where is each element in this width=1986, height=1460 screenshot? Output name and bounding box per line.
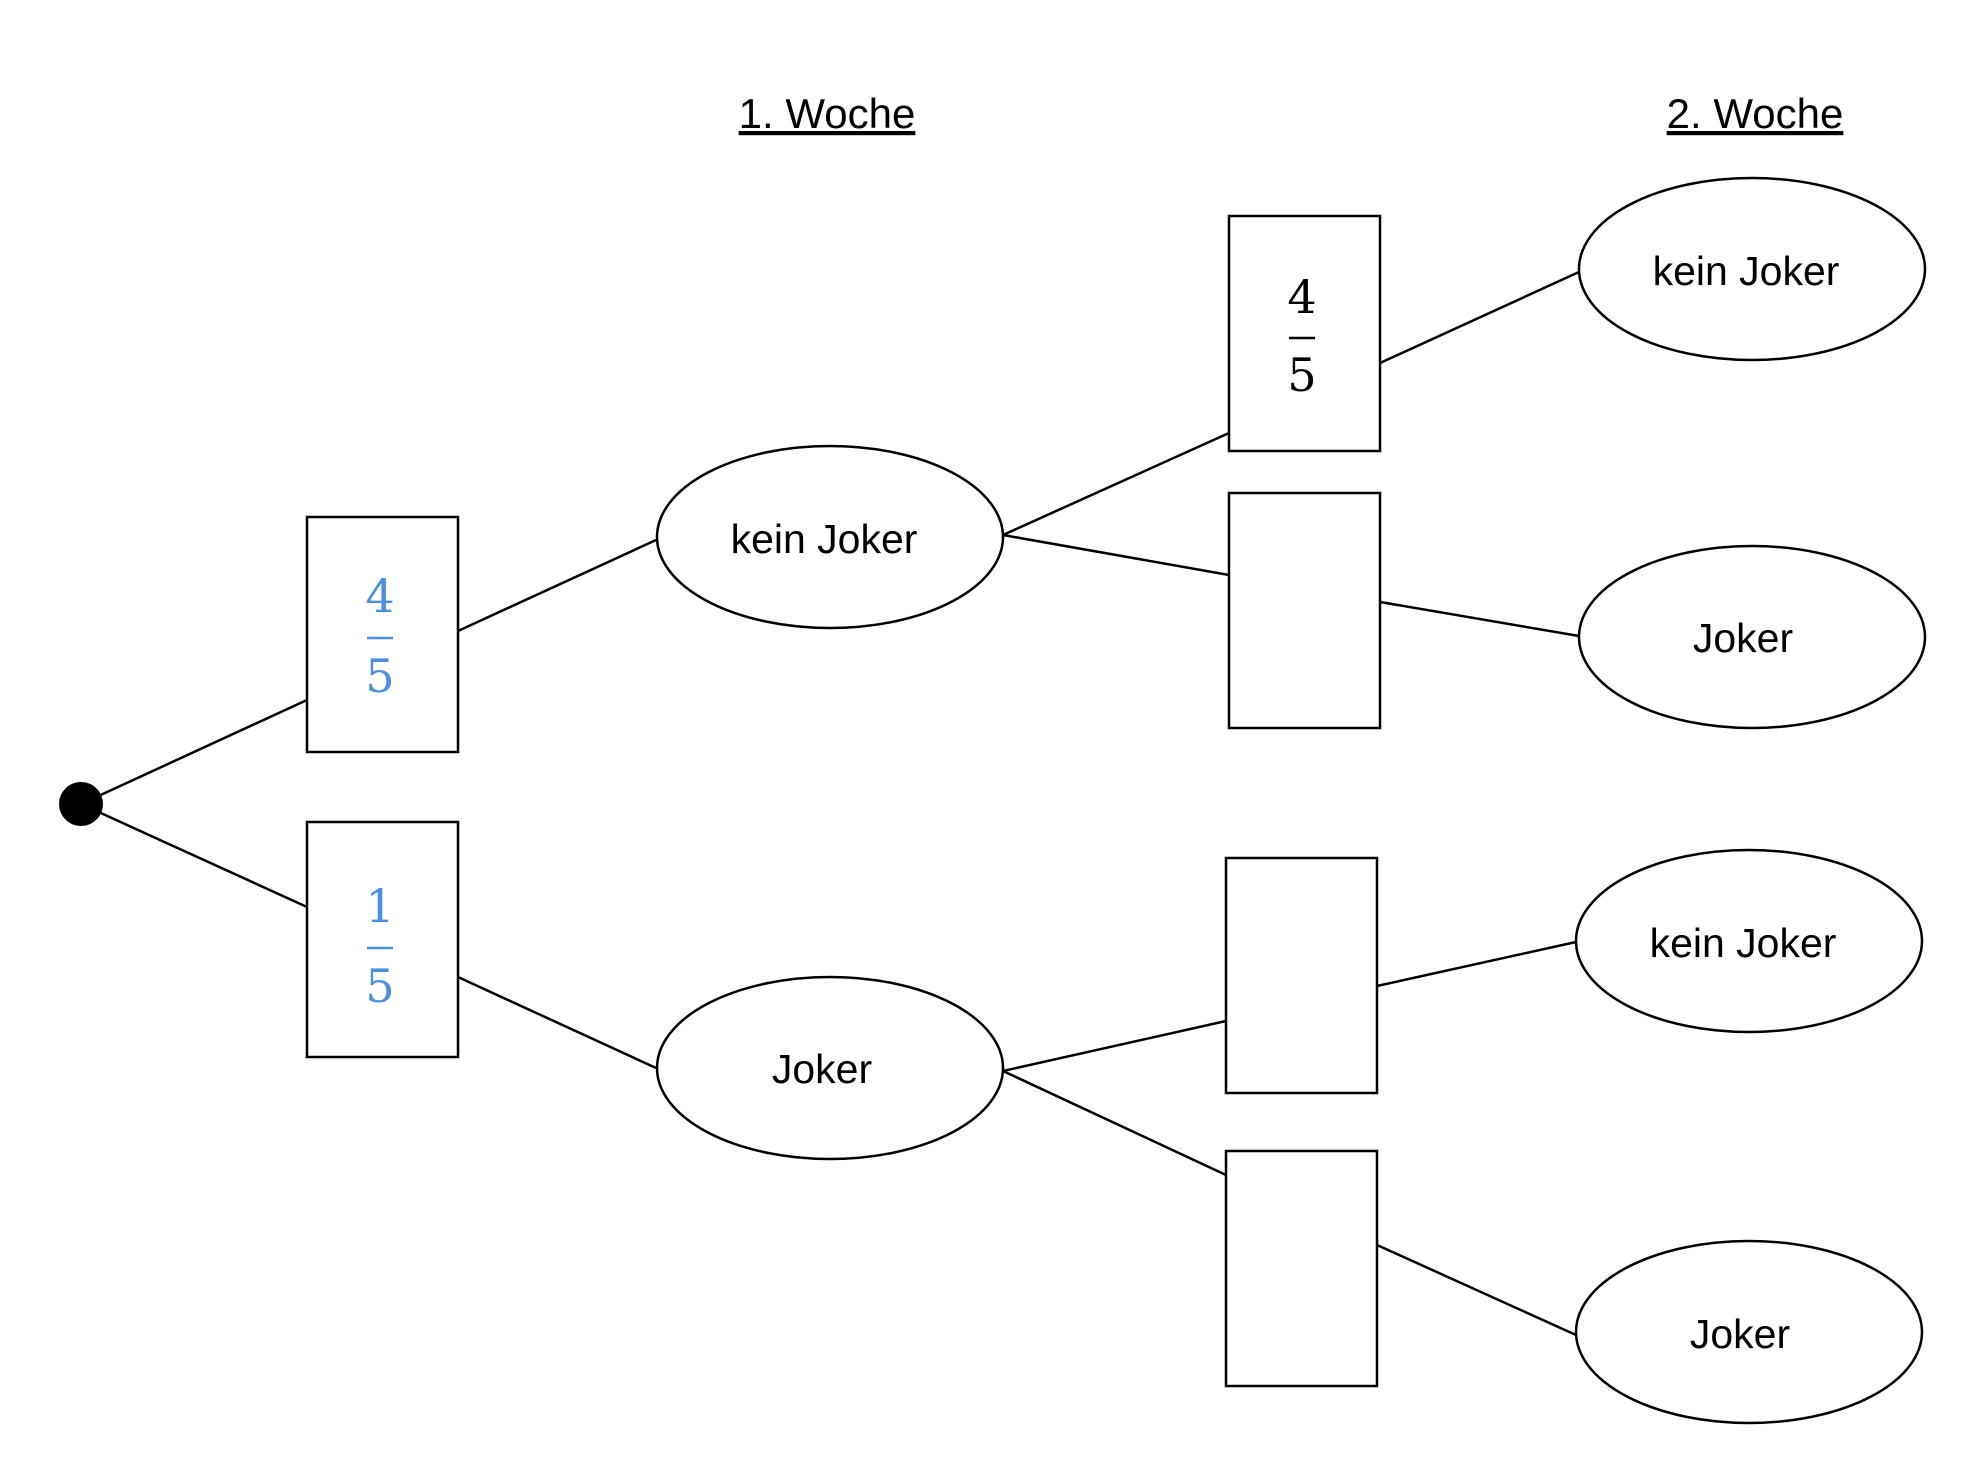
prob-numerator: 1 [365, 879, 394, 933]
outcome-week2-leaf-4: Joker [1574, 1239, 1924, 1425]
edge-box-d-to-leaf-2 [1379, 600, 1580, 638]
prob-box-kein-joker-empty[interactable] [1227, 491, 1382, 730]
prob-denominator: 5 [1287, 348, 1316, 402]
outcome-week2-leaf-2: Joker [1577, 544, 1927, 730]
edge-box-b-to-joker [457, 975, 657, 1070]
prob-numerator: 4 [1287, 270, 1316, 324]
outcome-label: Joker [1690, 1311, 1790, 1357]
prob-denominator: 5 [365, 649, 394, 703]
edge-kein-to-box-d [1002, 533, 1230, 577]
header-week-2: 2. Woche [1667, 90, 1844, 137]
outcome-label: kein Joker [731, 516, 918, 562]
outcome-week2-leaf-3: kein Joker [1574, 848, 1924, 1034]
prob-box-kein-kein[interactable]: 4 5 [1227, 214, 1382, 453]
tree-edges [80, 270, 1580, 1337]
edge-box-e-to-leaf-3 [1376, 940, 1577, 988]
edge-kein-to-box-c [1002, 431, 1230, 537]
prob-box-joker[interactable]: 1 5 [305, 820, 460, 1059]
prob-box-joker-joker-empty[interactable] [1224, 1149, 1379, 1388]
prob-denominator: 5 [365, 959, 394, 1013]
edge-box-f-to-leaf-4 [1376, 1243, 1577, 1337]
edge-box-a-to-kein-joker [457, 538, 657, 633]
outcome-week1-kein-joker: kein Joker [655, 444, 1005, 630]
edge-root-to-box-b [80, 802, 308, 909]
root-node [59, 782, 103, 826]
prob-box-kein-joker[interactable]: 4 5 [305, 515, 460, 754]
prob-box-joker-kein-empty[interactable] [1224, 856, 1379, 1095]
header-week-1: 1. Woche [739, 90, 916, 137]
outcome-week2-leaf-1: kein Joker [1577, 176, 1927, 362]
outcome-week1-joker: Joker [655, 975, 1005, 1161]
outcome-label: Joker [772, 1046, 872, 1092]
outcome-label: kein Joker [1653, 248, 1840, 294]
prob-numerator: 4 [365, 569, 394, 623]
edge-root-to-box-a [80, 698, 308, 806]
edge-joker-to-box-e [1002, 1019, 1227, 1073]
edge-joker-to-box-f [1002, 1069, 1227, 1177]
outcome-label: kein Joker [1650, 920, 1837, 966]
edge-box-c-to-leaf-1 [1379, 270, 1580, 365]
outcome-label: Joker [1693, 615, 1793, 661]
